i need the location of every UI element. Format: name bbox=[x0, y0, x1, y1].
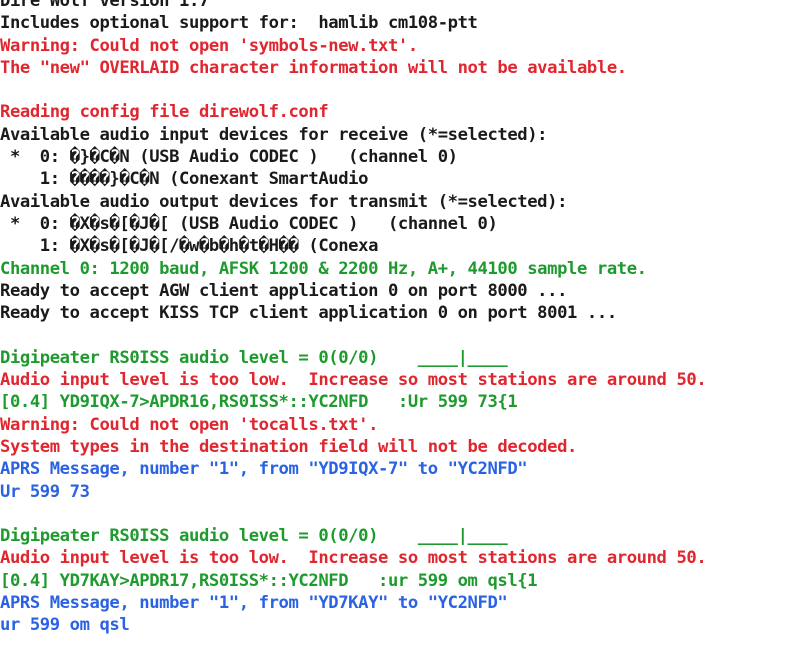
info-line: Digipeater RS0ISS audio level = 0(0/0) _… bbox=[0, 347, 508, 368]
error-line: Warning: Could not open 'symbols-new.txt… bbox=[0, 35, 418, 56]
decoded-message-line: APRS Message, number "1", from "YD7KAY" … bbox=[0, 593, 508, 614]
info-line: [0.4] YD9IQX-7>APDR16,RS0ISS*::YC2NFD :U… bbox=[0, 392, 518, 413]
decoded-message-line: APRS Message, number "1", from "YD9IQX-7… bbox=[0, 459, 528, 480]
info-line: Digipeater RS0ISS audio level = 0(0/0) _… bbox=[0, 526, 508, 547]
terminal-line bbox=[0, 79, 800, 101]
decoded-message-line: ur 599 om qsl bbox=[0, 615, 130, 636]
terminal-line bbox=[0, 324, 800, 346]
error-line: System types in the destination field wi… bbox=[0, 436, 577, 457]
terminal-line: * 0: �}�C�N (USB Audio CODEC ) (channel … bbox=[0, 147, 458, 168]
terminal-line: Available audio input devices for receiv… bbox=[0, 124, 548, 145]
terminal-line: 1: �X�s�[�J�[/�w�b�h�t�H�� (Conexa bbox=[0, 236, 379, 257]
error-line: The "new" OVERLAID character information… bbox=[0, 57, 627, 78]
terminal-line: 1: ����}�C�N (Conexant SmartAudio bbox=[0, 169, 369, 190]
terminal-line: * 0: �X�s�[�J�[ (USB Audio CODEC ) (chan… bbox=[0, 213, 498, 234]
info-line: Channel 0: 1200 baud, AFSK 1200 & 2200 H… bbox=[0, 258, 647, 279]
terminal-line bbox=[0, 503, 800, 525]
terminal-line: Ready to accept KISS TCP client applicat… bbox=[0, 303, 617, 324]
info-line: [0.4] YD7KAY>APDR17,RS0ISS*::YC2NFD :ur … bbox=[0, 570, 538, 591]
error-line: Warning: Could not open 'tocalls.txt'. bbox=[0, 414, 379, 435]
terminal-line: Available audio output devices for trans… bbox=[0, 191, 568, 212]
error-line: Audio input level is too low. Increase s… bbox=[0, 370, 707, 391]
terminal-line: Includes optional support for: hamlib cm… bbox=[0, 13, 478, 34]
terminal-line: Dire Wolf version 1.7 bbox=[0, 0, 209, 11]
terminal-line: Ready to accept AGW client application 0… bbox=[0, 280, 568, 301]
decoded-message-line: Ur 599 73 bbox=[0, 481, 90, 502]
error-line: Reading config file direwolf.conf bbox=[0, 102, 329, 123]
error-line: Audio input level is too low. Increase s… bbox=[0, 548, 707, 569]
